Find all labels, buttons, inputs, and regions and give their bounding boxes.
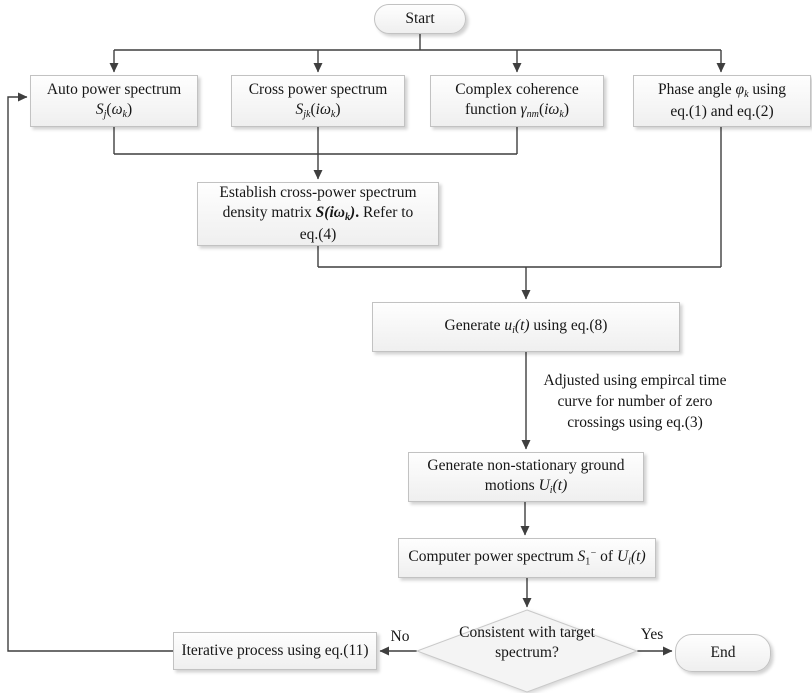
ground-motions-line2: motions Ui(t) <box>484 477 568 497</box>
edge-feedback-loop <box>7 92 173 652</box>
generate-ut-line1: Generate ui(t) using eq.(8) <box>444 317 608 337</box>
yes-label: Yes <box>640 626 664 643</box>
compute-power-spectrum-box: Computer power spectrum S1− of Ui(t) <box>398 538 656 578</box>
consistency-decision-diamond <box>415 609 639 693</box>
iterative-process-box: Iterative process using eq.(11) <box>173 632 377 670</box>
no-label: No <box>390 628 410 645</box>
ground-motions-line1: Generate non-stationary ground <box>427 457 625 475</box>
annotation-line2: curve for number of zero <box>557 392 713 410</box>
establish-line1: Establish cross-power spectrum <box>219 183 417 201</box>
start-label: Start <box>405 9 435 27</box>
cross-line1: Cross power spectrum <box>248 81 388 99</box>
phase-line2: eq.(1) and eq.(2) <box>670 102 774 120</box>
coherence-line2: function γnm(iωk) <box>464 101 570 121</box>
coherence-line1: Complex coherence <box>455 81 579 99</box>
annotation-line3: crossings using eq.(3) <box>567 413 703 431</box>
zero-crossings-annotation: Adjusted using empircal time curve for n… <box>532 371 738 433</box>
establish-line2: density matrix S(iωk). Refer to <box>222 204 414 224</box>
compute-line1: Computer power spectrum S1− of Ui(t) <box>408 548 646 568</box>
auto-formula: Sj(ωk) <box>95 101 133 121</box>
establish-matrix-box: Establish cross-power spectrum density m… <box>197 182 439 246</box>
phase-line1: Phase angle φk using <box>658 81 786 101</box>
end-node: End <box>675 634 771 672</box>
establish-line3: eq.(4) <box>299 225 337 243</box>
cross-power-spectrum-box: Cross power spectrum Sjk(iωk) <box>231 75 405 127</box>
decision-text: Consistent with target spectrum? <box>447 623 607 663</box>
connector-lines <box>7 34 726 656</box>
cross-formula: Sjk(iωk) <box>295 101 341 121</box>
decision-line1: Consistent with target <box>459 624 595 641</box>
decision-line2: spectrum? <box>495 644 559 662</box>
phase-angle-box: Phase angle φk using eq.(1) and eq.(2) <box>633 75 811 127</box>
annotation-line1: Adjusted using empircal time <box>543 372 727 389</box>
iterative-label: Iterative process using eq.(11) <box>181 641 369 659</box>
generate-ground-motions-box: Generate non-stationary ground motions U… <box>408 452 644 502</box>
start-node: Start <box>374 4 466 34</box>
auto-line1: Auto power spectrum <box>46 81 182 99</box>
generate-ut-box: Generate ui(t) using eq.(8) <box>372 302 680 352</box>
auto-power-spectrum-box: Auto power spectrum Sj(ωk) <box>30 75 198 127</box>
end-label: End <box>710 643 736 661</box>
complex-coherence-box: Complex coherence function γnm(iωk) <box>430 75 604 127</box>
